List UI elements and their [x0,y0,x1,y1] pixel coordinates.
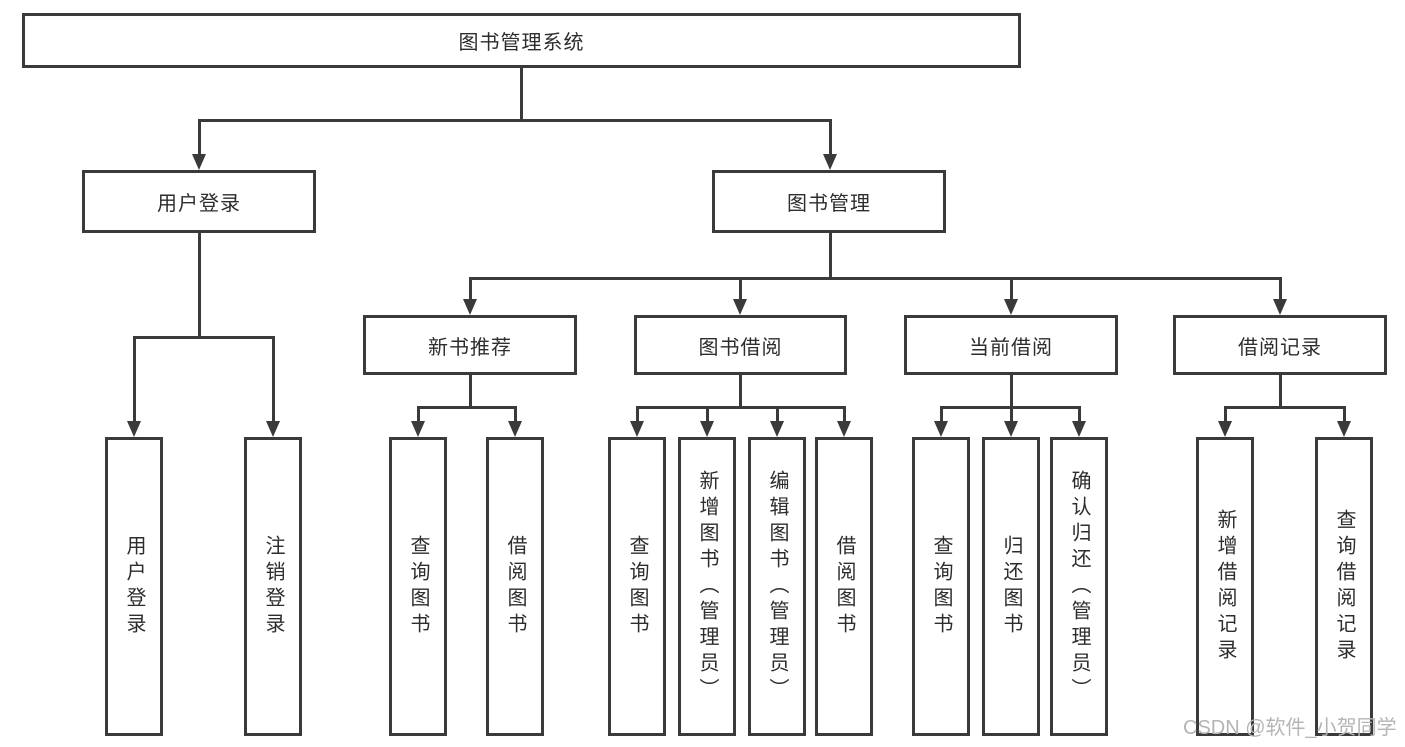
connector-line [272,336,275,423]
connector-line [829,231,832,279]
arrowhead [770,421,784,437]
node-borrow-records: 借阅记录 [1173,315,1387,375]
leaf-borrow-books: 借阅图书 [815,437,873,736]
connector-line [1343,406,1346,423]
connector-line [198,231,201,338]
connector-line [1010,277,1013,301]
connector-line [739,277,742,301]
connector-line [469,277,472,301]
node-label: 新增图书（管理员） [696,469,718,704]
connector-line [843,406,846,423]
arrowhead [463,299,477,315]
connector-line [1010,373,1013,408]
node-library-management-system: 图书管理系统 [22,13,1021,68]
node-current-borrow: 当前借阅 [904,315,1118,375]
connector-line [776,406,779,423]
leaf-borrow-books-recommend: 借阅图书 [486,437,544,736]
node-label: 图书借阅 [698,336,783,359]
connector-line [514,406,517,423]
node-label: 注销登录 [262,534,284,639]
connector-line [1279,277,1282,301]
leaf-edit-book-admin: 编辑图书（管理员） [748,437,806,736]
leaf-add-borrow-record: 新增借阅记录 [1196,437,1254,736]
node-label: 查询借阅记录 [1333,508,1355,665]
connector-line [417,406,516,409]
node-user-login: 用户登录 [82,170,316,233]
node-label: 借阅记录 [1238,336,1322,359]
arrowhead [700,421,714,437]
node-new-book-recommend: 新书推荐 [363,315,577,375]
leaf-query-books-current: 查询图书 [912,437,970,736]
connector-line [1078,406,1081,423]
connector-line [1224,406,1345,409]
connector-line [469,373,472,408]
arrowhead [934,421,948,437]
connector-line [469,277,1281,280]
arrowhead [192,154,206,170]
arrowhead [127,421,141,437]
node-book-borrow: 图书借阅 [634,315,847,375]
leaf-return-books: 归还图书 [982,437,1040,736]
arrowhead [411,421,425,437]
leaf-add-book-admin: 新增图书（管理员） [678,437,736,736]
connector-line [133,336,274,339]
leaf-logout: 注销登录 [244,437,302,736]
connector-line [1279,373,1282,408]
arrowhead [823,154,837,170]
connector-line [829,119,832,156]
leaf-query-borrow-record: 查询借阅记录 [1315,437,1373,736]
arrowhead [1218,421,1232,437]
node-label: 借阅图书 [504,534,526,639]
node-label: 编辑图书（管理员） [766,469,788,704]
node-label: 借阅图书 [833,534,855,639]
node-label: 用户登录 [123,534,145,639]
connector-line [198,119,832,122]
node-label: 确认归还（管理员） [1068,469,1090,704]
connector-line [636,406,845,409]
leaf-query-books-recommend: 查询图书 [389,437,447,736]
arrowhead [508,421,522,437]
arrowhead [733,299,747,315]
connector-line [1010,406,1013,423]
connector-line [706,406,709,423]
node-label: 查询图书 [626,534,648,639]
arrowhead [1004,299,1018,315]
csdn-watermark: CSDN @软件_小贺同学 [1183,717,1397,739]
node-label: 查询图书 [407,534,429,639]
node-label: 查询图书 [930,534,952,639]
arrowhead [1072,421,1086,437]
arrowhead [1337,421,1351,437]
connector-line [520,66,523,121]
arrowhead [1004,421,1018,437]
node-label: 当前借阅 [969,336,1053,359]
node-label: 新增借阅记录 [1214,508,1236,665]
connector-line [636,406,639,423]
node-label: 图书管理系统 [458,32,585,54]
connector-line [739,373,742,408]
node-book-management: 图书管理 [712,170,946,233]
connector-line [417,406,420,423]
node-label: 用户登录 [157,193,241,215]
leaf-query-books-borrow: 查询图书 [608,437,666,736]
leaf-user-login: 用户登录 [105,437,163,736]
arrowhead [630,421,644,437]
connector-line [940,406,943,423]
node-label: 归还图书 [1000,534,1022,639]
arrowhead [1273,299,1287,315]
arrowhead [837,421,851,437]
connector-line [133,336,136,423]
leaf-confirm-return-admin: 确认归还（管理员） [1050,437,1108,736]
arrowhead [266,421,280,437]
connector-line [1224,406,1227,423]
node-label: 新书推荐 [428,336,512,359]
connector-line [198,119,201,156]
node-label: 图书管理 [787,193,871,215]
